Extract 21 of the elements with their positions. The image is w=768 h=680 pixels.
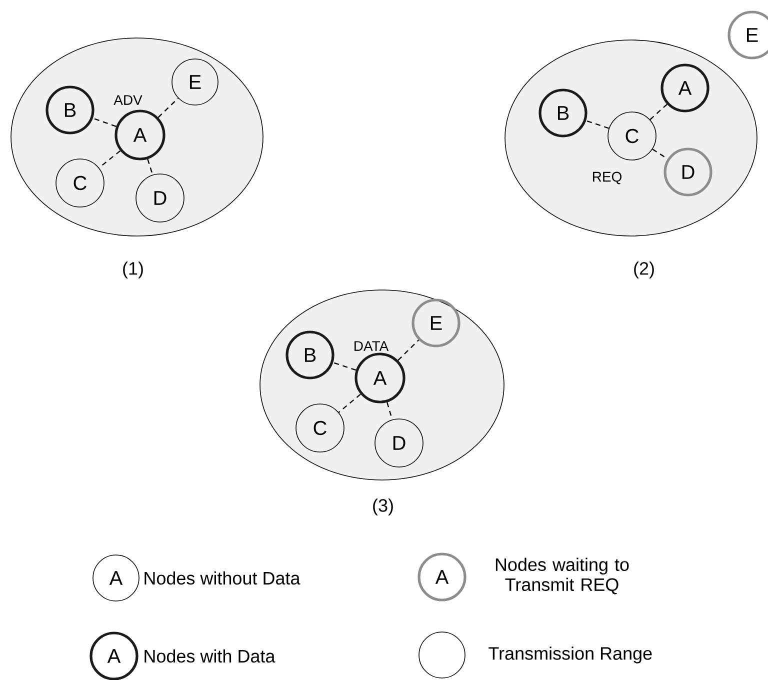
dashed-link: [650, 104, 668, 120]
dashed-link: [398, 340, 420, 361]
panel-number: (2): [634, 262, 654, 278]
legend-text: Nodes waiting to Transmit REQ: [496, 558, 629, 594]
legend-text: Nodes without Data: [144, 571, 300, 585]
message-label: DATA: [354, 341, 389, 351]
message-label: REQ: [592, 172, 622, 184]
message-label: ADV: [114, 95, 142, 105]
dashed-link: [332, 362, 356, 371]
dashed-link: [158, 98, 179, 118]
dashed-link: [92, 118, 116, 128]
panel-number: (1): [123, 262, 143, 278]
panel-number: (3): [373, 498, 393, 516]
dashed-link: [98, 150, 121, 168]
legend-text: Nodes with Data: [144, 649, 276, 663]
range-ellipse: [260, 290, 504, 480]
dashed-link: [147, 158, 154, 175]
range-ellipse: [10, 38, 264, 236]
dashed-link: [586, 120, 610, 129]
legend-text: Transmission Range: [488, 646, 652, 664]
dashed-link: [338, 394, 361, 413]
